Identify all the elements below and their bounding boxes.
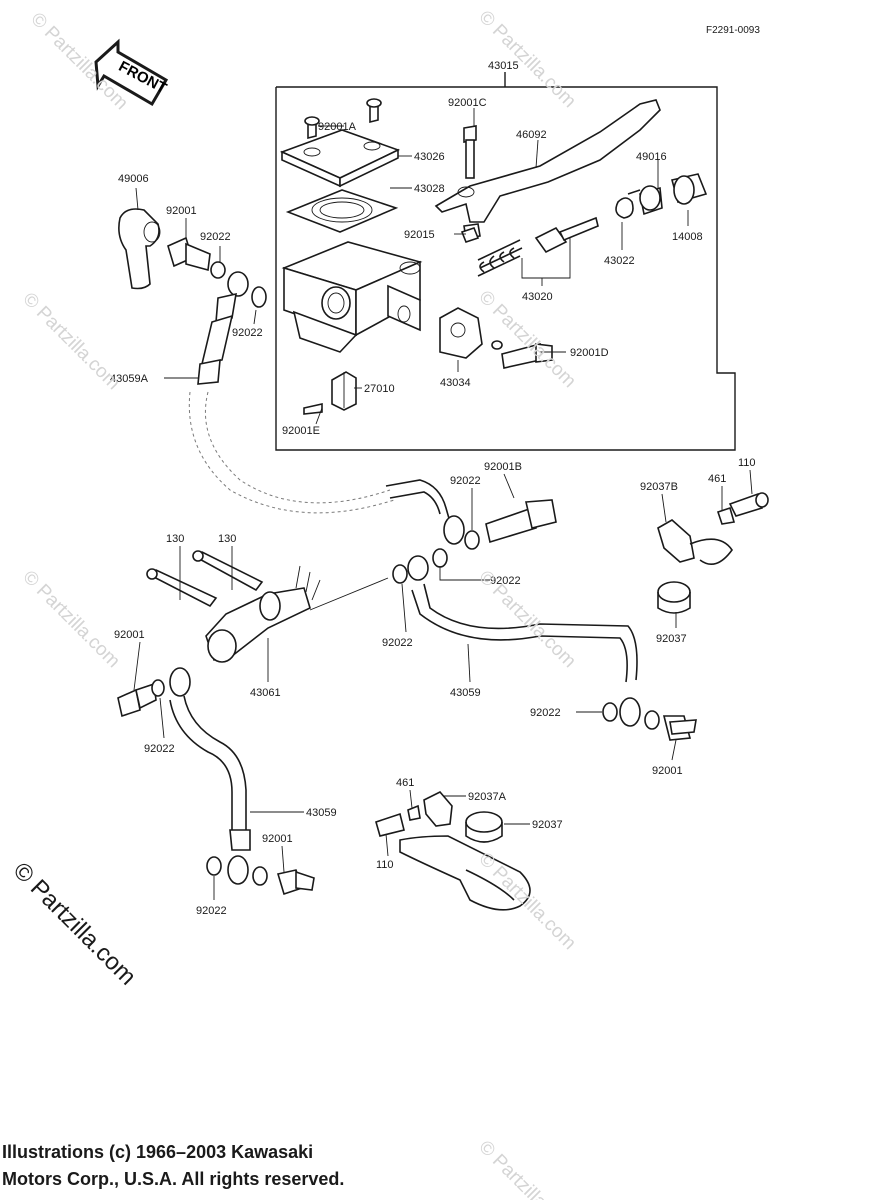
watermark-5: © Partzilla.com: [18, 567, 123, 672]
label-110-bottom: 110: [376, 859, 394, 871]
label-92001C: 92001C: [448, 97, 487, 109]
watermark-large: © Partzilla.com: [8, 857, 141, 990]
label-92022-center-bottom: 92022: [382, 637, 413, 649]
label-43034: 43034: [440, 377, 471, 389]
label-92001E: 92001E: [282, 425, 320, 437]
label-92022-left: 92022: [144, 743, 175, 755]
master-cylinder-body: [281, 241, 423, 353]
label-92037B: 92037B: [640, 481, 678, 493]
label-92001D: 92001D: [570, 347, 609, 359]
brake-lever: [434, 99, 661, 223]
diaphragm: [285, 189, 399, 233]
watermark-6: © Partzilla.com: [474, 567, 579, 672]
long-bolts: [146, 550, 264, 608]
banjo-bolt-top: [167, 236, 226, 279]
label-92001-bottom: 92001: [262, 833, 293, 845]
label-92022-bottom: 92022: [196, 905, 227, 917]
assembly-box: [275, 86, 736, 451]
label-92001B: 92001B: [484, 461, 522, 473]
label-110-right: 110: [738, 457, 756, 469]
label-14008: 14008: [672, 231, 703, 243]
label-43020: 43020: [522, 291, 553, 303]
pushrod-cap: [639, 173, 708, 216]
label-92037-bottom: 92037: [532, 819, 563, 831]
dust-boot: [615, 189, 641, 219]
leaders: [133, 108, 753, 900]
watermark-8: © Partzilla.com: [474, 1137, 579, 1200]
label-92001-top-left: 92001: [166, 205, 197, 217]
three-way-joint: [205, 565, 389, 663]
hose-cover: [118, 208, 161, 290]
label-92001A: 92001A: [318, 121, 357, 133]
figure-code: F2291-0093: [706, 25, 760, 36]
hose-43059-center: [411, 583, 697, 741]
label-92015: 92015: [404, 229, 435, 241]
label-92037A: 92037A: [468, 791, 507, 803]
watermark-3: © Partzilla.com: [18, 289, 123, 394]
label-43022: 43022: [604, 255, 635, 267]
label-43059-center: 43059: [450, 687, 481, 699]
brake-switch: [303, 371, 357, 415]
label-27010: 27010: [364, 383, 395, 395]
label-130-b: 130: [218, 533, 236, 545]
label-49016: 49016: [636, 151, 667, 163]
label-92022-right: 92022: [530, 707, 561, 719]
hose-43059A: [188, 271, 395, 514]
label-92037-right: 92037: [656, 633, 687, 645]
washers-center: [392, 548, 448, 584]
small-screws: [304, 98, 382, 140]
clamp-bolt: [491, 340, 553, 369]
reservoir-cap: [279, 129, 401, 188]
label-92022-mid-left: 92022: [232, 327, 263, 339]
label-49006: 49006: [118, 173, 149, 185]
washer-top-mid: [251, 286, 267, 308]
hose-43059-lower: [169, 695, 315, 896]
label-46092: 46092: [516, 129, 547, 141]
grommet-right: [657, 581, 691, 614]
copyright-line-1: Illustrations (c) 1966–2003 Kawasaki: [2, 1142, 314, 1162]
copyright-line-2: Motors Corp., U.S.A. All rights reserved…: [2, 1169, 345, 1189]
label-130-a: 130: [166, 533, 184, 545]
piston-assembly: [477, 216, 599, 277]
label-43028: 43028: [414, 183, 445, 195]
bracket-92037A: [375, 791, 531, 911]
label-43026: 43026: [414, 151, 445, 163]
bracket-92037B: [657, 492, 769, 566]
part-labels: 43015 92001C 46092 92001A 43026 43028 49…: [110, 60, 756, 917]
label-43015: 43015: [488, 60, 519, 72]
label-92022-center-right: 92022: [490, 575, 521, 587]
clamp-nut: [460, 227, 480, 243]
label-92001-left: 92001: [114, 629, 145, 641]
lever-clamp: [439, 307, 483, 359]
copyright-notice: Illustrations (c) 1966–2003 Kawasaki Mot…: [2, 1139, 344, 1193]
hose-junction: [385, 479, 557, 550]
label-92022-top-left: 92022: [200, 231, 231, 243]
label-43061: 43061: [250, 687, 281, 699]
label-461-right: 461: [708, 473, 726, 485]
label-92001-right: 92001: [652, 765, 683, 777]
label-461-bottom: 461: [396, 777, 414, 789]
banjo-bolt-left: [117, 667, 191, 718]
label-43059A: 43059A: [110, 373, 149, 385]
label-43059-bottom: 43059: [306, 807, 337, 819]
label-92022-center-top: 92022: [450, 475, 481, 487]
watermark-7: © Partzilla.com: [474, 849, 579, 954]
